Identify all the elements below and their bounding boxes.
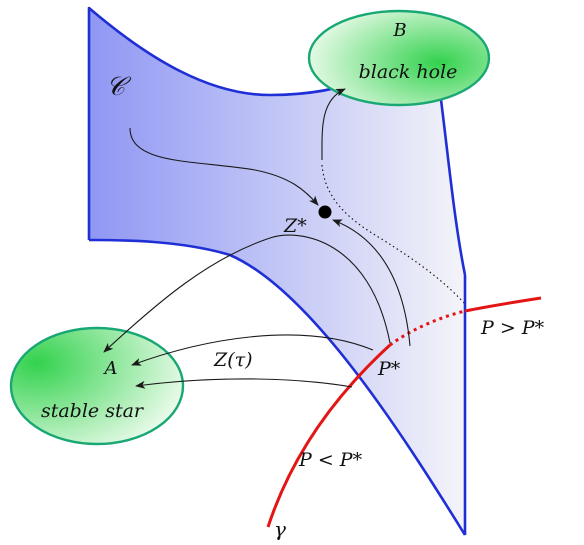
black-hole-ellipse <box>307 9 491 107</box>
stable-star-endstate: A stable star <box>9 326 185 446</box>
trajectory-label: Z(τ) <box>213 349 253 371</box>
critical-curve-dotted <box>389 309 466 347</box>
critical-surface <box>89 8 465 535</box>
critical-point-label: Z* <box>283 215 307 237</box>
above-critical-label: P > P* <box>480 317 545 339</box>
stable-star-label: stable star <box>41 400 145 422</box>
flow-line-top <box>129 127 319 206</box>
critical-curve-upper <box>464 296 542 313</box>
critical-curve-solid <box>266 343 392 528</box>
surface-bottom-edge <box>88 238 467 536</box>
flow-line-to-star-lower <box>135 378 353 389</box>
flow-line-critical-up <box>332 219 411 347</box>
black-hole-label: black hole <box>359 61 458 83</box>
critical-parameter-label: P* <box>377 358 401 380</box>
critical-solution-point <box>318 205 332 219</box>
black-hole-endstate: B black hole <box>307 9 491 107</box>
below-critical-label: P < P* <box>298 449 363 471</box>
black-hole-letter: B <box>392 20 406 41</box>
curve-name-label: γ <box>274 517 286 541</box>
stable-star-ellipse <box>9 326 185 446</box>
stable-star-letter: A <box>103 358 118 379</box>
flow-line-to-black-hole <box>321 88 346 161</box>
flow-line-to-star-upper <box>103 234 391 353</box>
flow-line-to-star-middle <box>131 334 374 366</box>
